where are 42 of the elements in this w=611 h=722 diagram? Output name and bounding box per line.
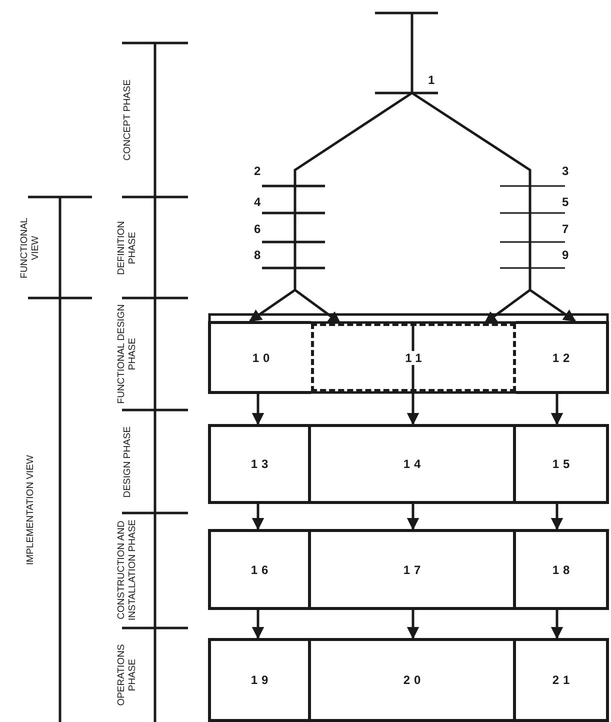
arrow <box>252 504 264 530</box>
phase-label: DESIGN PHASE <box>121 425 133 500</box>
phase-label: CONCEPT PHASE <box>121 78 133 163</box>
phase-label: FUNCTIONAL DESIGN PHASE <box>115 303 139 406</box>
process-box <box>513 424 609 504</box>
process-box <box>308 424 516 504</box>
phase-label: CONSTRUCTION AND INSTALLATION PHASE <box>115 518 139 623</box>
milestone-number: 1 <box>428 73 435 87</box>
view-label: IMPLEMENTATION VIEW <box>24 454 36 567</box>
arrow <box>248 288 296 322</box>
arrow <box>529 288 576 322</box>
phase-label: OPERATIONS PHASE <box>115 643 139 708</box>
process-box <box>516 321 609 394</box>
process-box <box>513 638 609 722</box>
milestone-number: 9 <box>562 248 569 262</box>
milestone-number: 8 <box>254 248 261 262</box>
milestone-number: 2 <box>254 164 261 178</box>
milestone-number: 7 <box>562 222 569 236</box>
arrow <box>550 394 564 426</box>
arrow <box>252 610 264 640</box>
arrow <box>484 289 531 324</box>
phase-label: DEFINITION PHASE <box>115 220 139 277</box>
arrow <box>406 392 420 426</box>
arrow <box>406 610 420 640</box>
milestone-number: 3 <box>562 164 569 178</box>
view-label: FUNCTIONAL VIEW <box>18 216 42 280</box>
milestone-number: 4 <box>254 195 261 209</box>
process-box <box>208 321 311 394</box>
arrow <box>550 610 564 640</box>
milestone-number: 6 <box>254 222 261 236</box>
dashed-process-box <box>311 323 516 392</box>
process-box <box>513 529 609 610</box>
arrow <box>294 289 341 324</box>
arrow <box>406 504 420 530</box>
process-box <box>308 638 516 722</box>
process-box <box>208 529 311 610</box>
arrow <box>252 394 264 426</box>
process-box <box>208 638 311 722</box>
milestone-number: 5 <box>562 195 569 209</box>
process-box <box>308 529 516 610</box>
process-box <box>208 424 311 504</box>
arrow <box>550 504 564 530</box>
